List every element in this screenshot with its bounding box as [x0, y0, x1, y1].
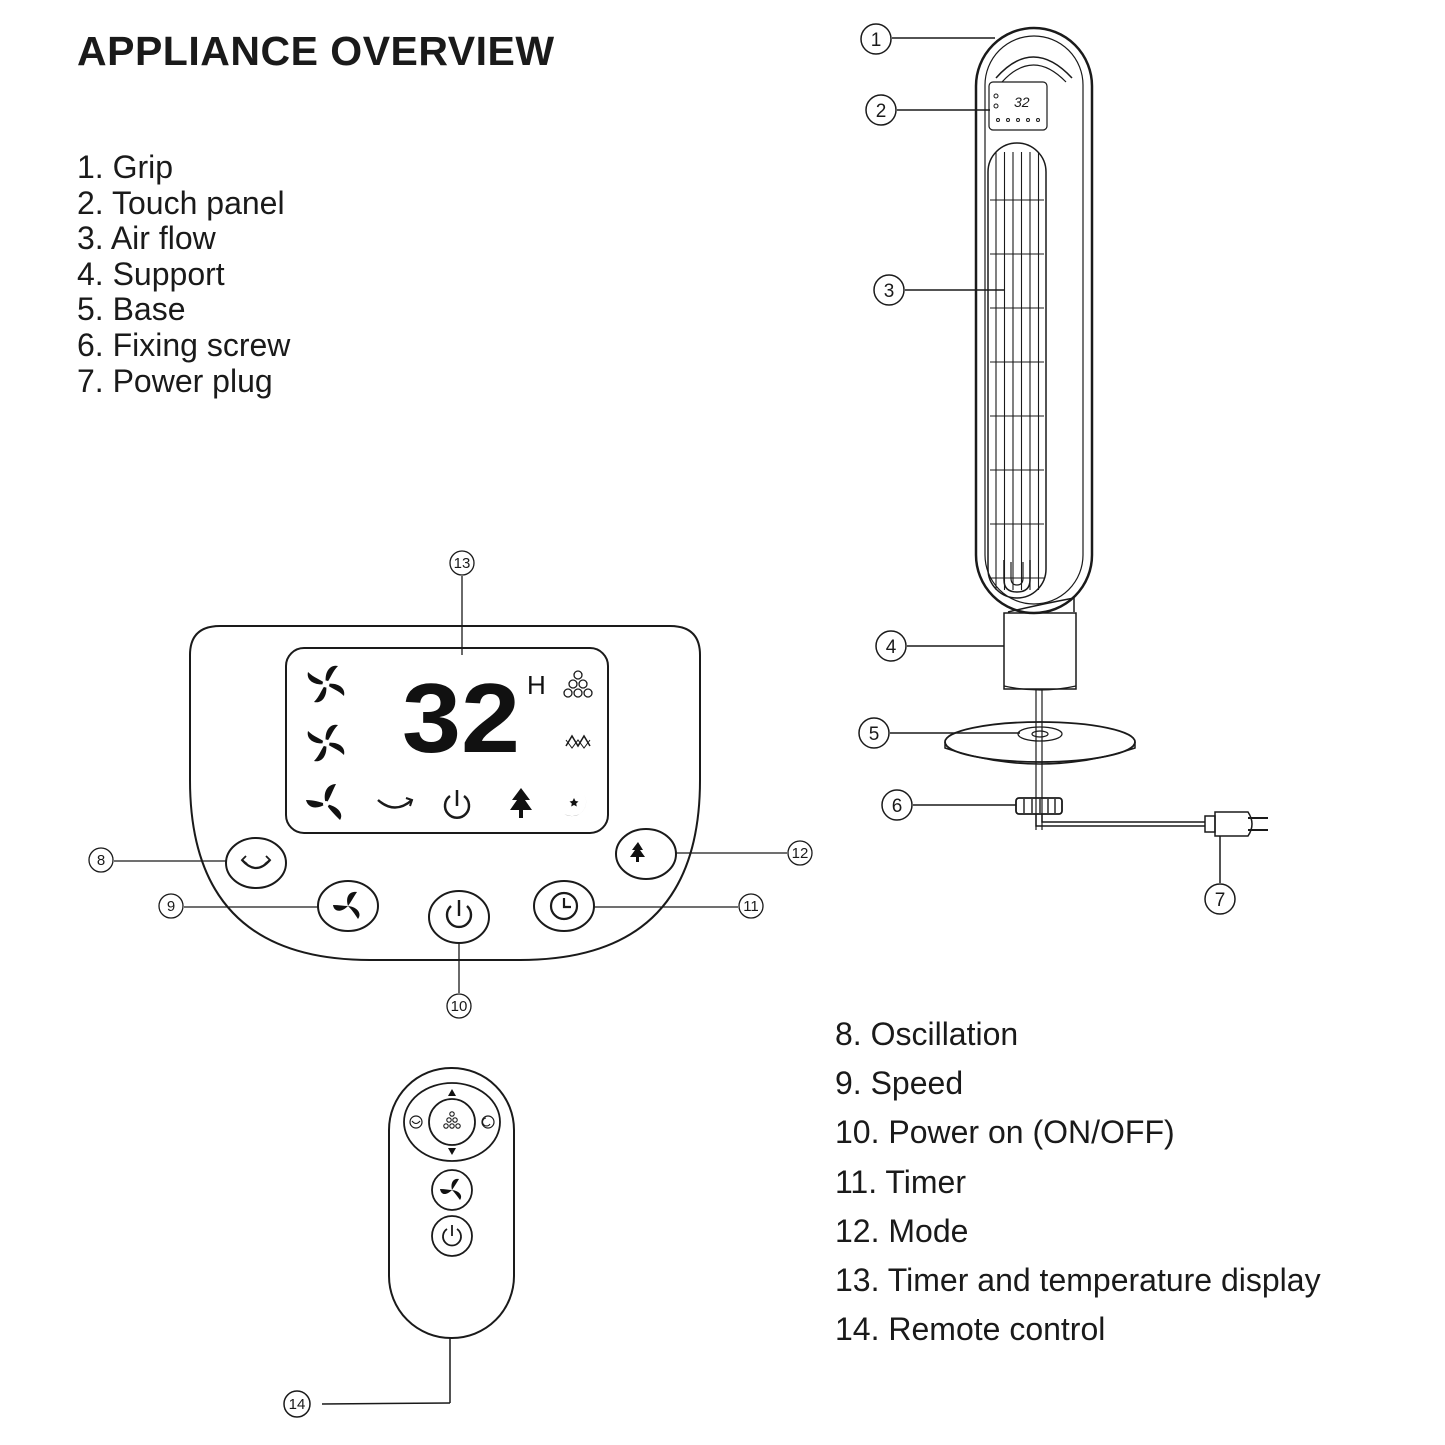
callout-6 — [881, 789, 913, 821]
svg-text:9: 9 — [167, 898, 175, 915]
svg-text:5: 5 — [869, 724, 880, 745]
control-panel-callouts: 13 8 9 10 11 12 — [88, 550, 813, 1019]
remote-callout: 14 — [283, 1338, 451, 1418]
remote-control-illustration — [388, 1067, 515, 1339]
power-plug-icon — [1204, 815, 1216, 833]
controls-list: 8. Oscillation 9. Speed 10. Power on (ON… — [835, 1010, 1321, 1354]
remote-left-icon[interactable] — [409, 1115, 423, 1129]
control-panel-illustration: 32 H — [189, 625, 701, 961]
controls-list-item: 14. Remote control — [835, 1311, 1106, 1348]
callout-1 — [860, 23, 892, 55]
lcd-tree-icon — [510, 788, 532, 818]
tower-fan-illustration: 32 — [944, 26, 1268, 837]
svg-text:12: 12 — [792, 845, 809, 862]
svg-text:6: 6 — [892, 796, 903, 817]
arrow-down-icon[interactable] — [448, 1148, 456, 1155]
parts-list-item: 2. Touch panel — [77, 184, 285, 221]
remote-speed-button[interactable] — [431, 1169, 473, 1211]
fan-support — [1003, 612, 1077, 690]
svg-text:2: 2 — [876, 101, 887, 122]
callout-5 — [858, 717, 890, 749]
remote-center-button — [428, 1098, 476, 1146]
svg-text:14: 14 — [289, 1396, 306, 1413]
parts-list-item: 1. Grip — [77, 149, 174, 185]
parts-list-item: 7. Power plug — [77, 362, 273, 399]
power-icon — [442, 1228, 462, 1247]
tree-moon-icon — [630, 842, 665, 866]
fan-body-inner — [984, 35, 1084, 605]
svg-text:3: 3 — [884, 281, 895, 302]
fan-speed-low-icon — [306, 784, 342, 820]
fan-level-dots-icon — [443, 1111, 461, 1129]
callout-10 — [446, 993, 472, 1019]
clock-icon — [549, 891, 579, 921]
arrow-up-icon[interactable] — [448, 1089, 456, 1096]
callout-11 — [738, 893, 764, 919]
timer-button[interactable] — [533, 880, 595, 932]
fan-speed-medium-icon — [307, 724, 345, 762]
fan-mini-display: 32 — [1014, 94, 1030, 110]
fan-touch-panel — [988, 81, 1048, 131]
callout-14 — [283, 1390, 311, 1418]
callout-4 — [875, 630, 907, 662]
lcd-display — [285, 647, 609, 834]
controls-list-item: 10. Power on (ON/OFF) — [835, 1114, 1175, 1151]
svg-text:10: 10 — [451, 998, 468, 1015]
natural-wind-icon — [565, 734, 591, 749]
oscillation-button[interactable] — [225, 837, 287, 889]
control-panel-body — [189, 625, 701, 961]
lcd-sleep-icon — [562, 792, 587, 817]
fan-air-grill — [987, 142, 1047, 599]
mode-button[interactable] — [615, 828, 677, 880]
speed-button[interactable] — [317, 880, 379, 932]
svg-text:11: 11 — [743, 898, 759, 915]
controls-list-item: 12. Mode — [835, 1212, 969, 1249]
callout-13 — [449, 550, 475, 576]
fan-fixing-screw — [1015, 797, 1063, 815]
callout-2 — [865, 94, 897, 126]
parts-list-item: 5. Base — [77, 291, 186, 328]
controls-list-item: 8. Oscillation — [835, 1016, 1019, 1052]
fan-grip — [995, 56, 1073, 79]
remote-dpad — [403, 1082, 501, 1162]
svg-text:1: 1 — [871, 30, 882, 51]
power-icon — [445, 905, 473, 929]
lcd-power-icon — [443, 790, 471, 819]
pinwheel-fan-icon — [440, 1178, 462, 1200]
page-title: APPLIANCE OVERVIEW — [77, 28, 555, 74]
parts-list-item: 3. Air flow — [77, 220, 216, 257]
callout-3 — [873, 274, 905, 306]
remote-body — [388, 1067, 515, 1339]
svg-text:4: 4 — [886, 637, 897, 658]
controls-list-item: 13. Timer and temperature display — [835, 1262, 1321, 1299]
parts-list: 1. Grip 2. Touch panel 3. Air flow 4. Su… — [77, 149, 291, 399]
controls-list-item: 9. Speed — [835, 1065, 964, 1102]
remote-power-button[interactable] — [431, 1215, 473, 1257]
lcd-digits: 32 — [402, 663, 520, 773]
lcd-oscillation-icon — [377, 799, 413, 809]
pinwheel-fan-icon — [333, 891, 360, 919]
power-button[interactable] — [428, 890, 490, 944]
fan-power-cord — [1035, 814, 1205, 827]
controls-list-item: 11. Timer — [835, 1163, 966, 1200]
fan-level-dots-icon — [563, 670, 593, 698]
svg-text:7: 7 — [1215, 890, 1226, 911]
parts-list-item: 4. Support — [77, 255, 225, 292]
tower-fan-callouts: 1 2 3 4 5 6 7 — [858, 23, 1236, 915]
svg-text:13: 13 — [454, 555, 471, 572]
fan-speed-high-icon — [307, 665, 345, 703]
lcd-unit: H — [527, 670, 546, 700]
callout-9 — [158, 893, 184, 919]
fan-body — [974, 26, 1094, 615]
callout-7 — [1204, 883, 1236, 915]
parts-list-item: 6. Fixing screw — [77, 326, 291, 363]
callout-12 — [787, 840, 813, 866]
svg-text:8: 8 — [97, 852, 105, 869]
callout-8 — [88, 847, 114, 873]
